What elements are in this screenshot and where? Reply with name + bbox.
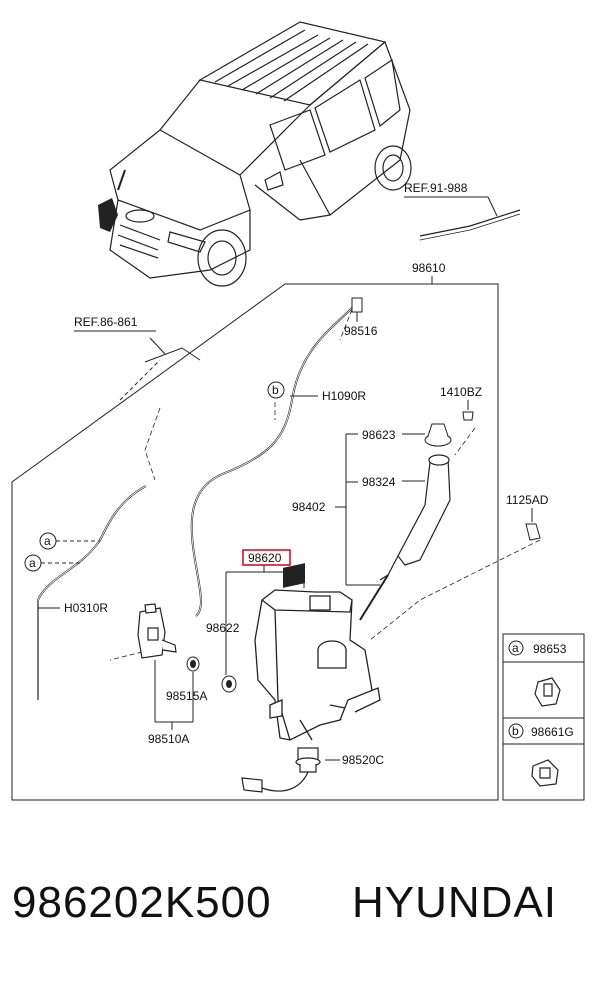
label-98620: 98620 — [248, 551, 282, 565]
dashed-leaders — [109, 301, 541, 661]
legend-b-part: 98661G — [531, 725, 574, 739]
label-ref-86-861: REF.86-861 — [74, 315, 138, 329]
marker-a-2-text: a — [29, 556, 36, 570]
marker-b-upper-text: b — [272, 383, 279, 397]
hose-lines — [37, 307, 353, 700]
legend: a 98653 b 98661G — [502, 633, 585, 801]
clip-98661g-icon — [531, 759, 559, 787]
cap-98623 — [424, 423, 452, 447]
highlight-box-98620 — [242, 549, 291, 566]
grommet-98622 — [221, 675, 237, 693]
marker-a-1-text: a — [44, 534, 51, 548]
filler-pipe-98402 — [359, 454, 451, 621]
parts-diagram: 98610 REF.91-988 REF.86-861 98516 b H109… — [11, 21, 585, 801]
legend-a-part: 98653 — [533, 642, 567, 656]
label-98324: 98324 — [362, 475, 396, 489]
marker-b-upper — [267, 381, 285, 399]
legend-b-marker — [508, 723, 524, 739]
reservoir-warning-label — [283, 563, 305, 588]
legend-b-marker-text: b — [512, 724, 519, 738]
label-1125ad: 1125AD — [506, 493, 549, 507]
label-ref-91-988: REF.91-988 — [404, 181, 468, 195]
label-98610: 98610 — [412, 261, 446, 275]
reservoir-98620 — [254, 589, 381, 741]
label-98622: 98622 — [206, 621, 240, 635]
level-sensor-98520c — [241, 747, 321, 793]
nozzle-98516 — [351, 297, 363, 322]
brand-name: HYUNDAI — [352, 878, 558, 927]
legend-a-marker — [508, 640, 524, 656]
assembly-boundary — [11, 283, 499, 801]
clip-98653-icon — [534, 677, 561, 707]
label-h0310r: H0310R — [64, 601, 108, 615]
label-h1090r: H1090R — [322, 389, 366, 403]
label-98623: 98623 — [362, 428, 396, 442]
label-98510a: 98510A — [148, 732, 189, 746]
legend-a-marker-text: a — [512, 641, 519, 655]
part-number: 986202K500 — [12, 878, 272, 927]
label-98520c: 98520C — [342, 753, 384, 767]
car-reservoir-location — [98, 169, 126, 232]
label-98516: 98516 — [344, 324, 378, 338]
car-illustration — [109, 21, 412, 287]
label-98402: 98402 — [292, 500, 326, 514]
pump-98510a — [137, 603, 177, 659]
pump-grommet-98515a — [186, 656, 200, 672]
label-1410bz: 1410BZ — [440, 385, 482, 399]
label-98515a: 98515A — [166, 689, 207, 703]
